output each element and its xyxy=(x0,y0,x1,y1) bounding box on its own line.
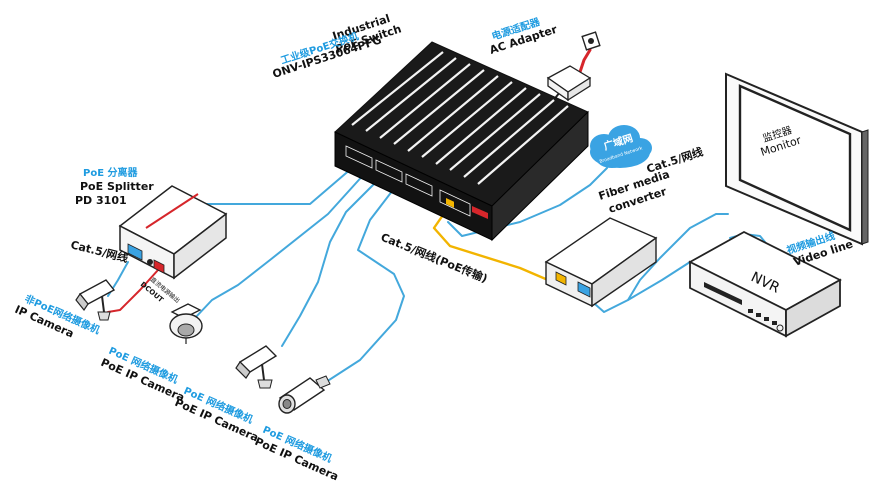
splitter-line2: PD 3101 xyxy=(75,194,127,207)
dome-camera xyxy=(169,303,203,344)
cable-switch-cam3 xyxy=(325,185,405,383)
switch-fins xyxy=(351,51,569,185)
wan-cloud xyxy=(590,125,652,168)
splitter-dc-port xyxy=(147,259,153,265)
switch-ports xyxy=(345,145,471,217)
cables xyxy=(107,48,779,383)
cable-switch-cloud xyxy=(447,167,608,237)
converter-rj45-port xyxy=(577,281,591,298)
switch-side xyxy=(491,110,589,242)
nvr xyxy=(688,230,842,338)
nvr-side xyxy=(785,278,841,338)
monitor xyxy=(725,72,869,246)
ac-outlet xyxy=(581,31,601,51)
nvr-drive-slot xyxy=(704,282,742,305)
dc-splitter-ipcam xyxy=(107,269,159,313)
monitor-side xyxy=(861,129,869,245)
splitter-rj45-port xyxy=(127,243,143,261)
splitter-cn-label: PoE 分离器 xyxy=(83,166,139,179)
splitter-dc-socket xyxy=(153,259,165,274)
splitter-side xyxy=(173,212,227,280)
converter-side xyxy=(591,236,657,308)
power-cable-outlet xyxy=(578,48,592,74)
switch-port-yellow xyxy=(446,197,454,208)
poe-switch xyxy=(334,41,589,242)
bullet-camera-3 xyxy=(278,375,331,414)
ip-camera-non-poe xyxy=(75,279,116,321)
cable-switch-dome xyxy=(194,171,367,319)
monitor-screen xyxy=(738,84,852,232)
cable-nvr-monitor-2 xyxy=(627,213,729,301)
converter-fiber-port xyxy=(555,271,567,286)
bullet-camera-1 xyxy=(235,345,278,389)
fiber-converter xyxy=(544,217,658,308)
ac-adapter xyxy=(546,65,592,102)
splitter-red-stripe xyxy=(145,193,199,229)
cable-switch-cam1 xyxy=(281,177,381,347)
nvr-buttons xyxy=(748,309,777,325)
switch-red-badge xyxy=(472,206,488,219)
nvr-power-button xyxy=(776,324,784,332)
poe-splitter xyxy=(118,185,228,280)
splitter-line1: PoE Splitter xyxy=(80,180,154,193)
